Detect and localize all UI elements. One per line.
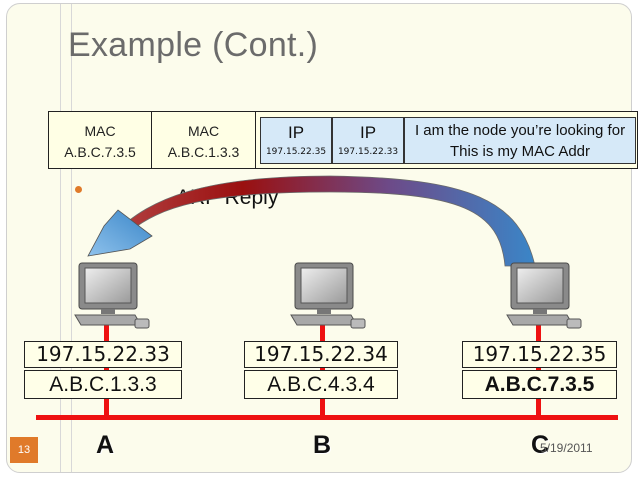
message-line-1: I am the node you’re looking for xyxy=(414,122,626,139)
node-c-letter: C xyxy=(531,431,550,459)
mac-destination-label: MAC xyxy=(84,123,116,139)
node-b-ip: 197.15.22.34 xyxy=(244,341,398,368)
mac-source-value: A.B.C.1.3.3 xyxy=(167,144,240,160)
mac-source-label: MAC xyxy=(187,123,220,139)
node-b-mac: A.B.C.4.3.4 xyxy=(244,370,398,399)
computer-icon-c xyxy=(506,262,582,329)
mac-destination-field: MAC A.B.C.7.3.5 xyxy=(49,112,152,168)
mac-destination-value: A.B.C.7.3.5 xyxy=(64,144,136,160)
slide-date: 5/19/2011 xyxy=(540,441,593,455)
ip-field-2-value: 197.15.22.33 xyxy=(337,147,399,157)
slide-number: 13 xyxy=(10,437,38,463)
computer-icon-b xyxy=(290,262,366,329)
node-a-ip: 197.15.22.33 xyxy=(24,341,182,368)
ip-field-2: IP 197.15.22.33 xyxy=(332,117,404,164)
guide-line xyxy=(71,4,72,472)
arp-reply-arrow xyxy=(117,175,536,267)
ip-field-2-label: IP xyxy=(359,123,377,142)
node-c-ip: 197.15.22.35 xyxy=(462,341,617,368)
network-bus xyxy=(36,415,618,420)
message-line-2: This is my MAC Addr xyxy=(449,143,591,160)
node-c-mac: A.B.C.7.3.5 xyxy=(462,370,617,399)
computer-icon-a xyxy=(74,262,150,329)
node-a-letter: A xyxy=(96,431,115,459)
node-b-letter: B xyxy=(313,431,332,459)
node-a-mac: A.B.C.1.3.3 xyxy=(24,370,182,399)
arrow-head xyxy=(87,209,153,257)
bullet-dot xyxy=(75,186,82,193)
mac-source-field: MAC A.B.C.1.3.3 xyxy=(152,112,256,168)
ip-field-1-value: 197.15.22.35 xyxy=(265,147,327,157)
ip-field-1: IP 197.15.22.35 xyxy=(260,117,332,164)
slide-title: Example (Cont.) xyxy=(68,26,319,64)
ip-field-1-label: IP xyxy=(287,123,305,142)
message-field: I am the node you’re looking for This is… xyxy=(404,117,636,164)
guide-line xyxy=(60,4,61,472)
arp-frame: MAC A.B.C.7.3.5 MAC A.B.C.1.3.3 IP 197.1… xyxy=(48,111,638,169)
